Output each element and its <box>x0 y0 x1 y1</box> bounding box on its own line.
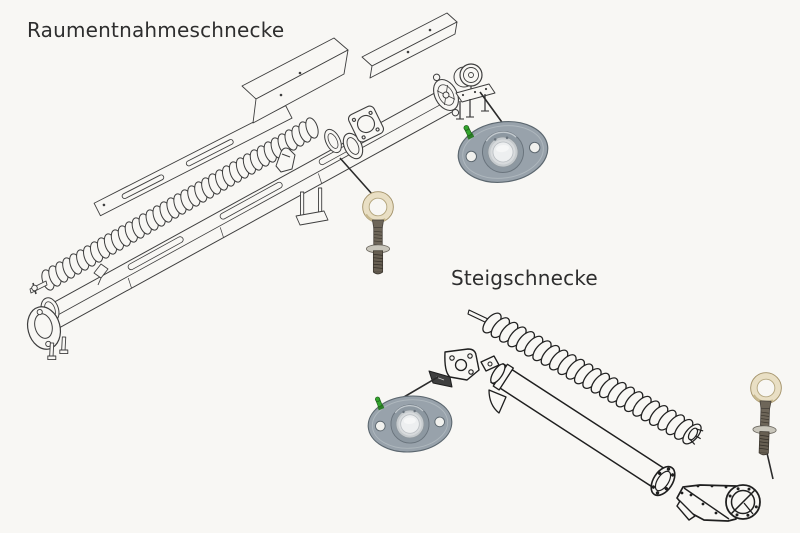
end-flange-plate <box>26 306 62 350</box>
label-raumentnahmeschnecke: Raumentnahmeschnecke <box>27 18 285 42</box>
flange-bearing-raumentnahme <box>453 113 553 189</box>
eyebolt-steig <box>747 370 784 457</box>
bearing-plate <box>347 105 385 143</box>
drive-shaft-stub <box>29 280 48 295</box>
auger-spiral-raumentnahme <box>41 117 319 291</box>
tube-flange-ring <box>650 465 676 497</box>
flange-bolt-dots <box>680 484 758 517</box>
auger-spiral-steig <box>482 312 702 445</box>
u-bolt-bracket <box>295 187 329 226</box>
steigschnecke-assembly <box>365 309 784 522</box>
shaft-collar <box>324 128 342 154</box>
eyebolt-raumentnahme <box>361 190 395 276</box>
leader-line-flange-bearing <box>479 91 505 126</box>
cover-channel-left <box>241 37 349 124</box>
mounting-bracket <box>428 348 480 388</box>
saddle-bracket <box>275 147 296 173</box>
leader-line-eyebolt-steig <box>766 452 774 480</box>
shaft-tip <box>467 309 489 324</box>
end-flange-assembly <box>26 297 69 361</box>
small-bracket <box>93 263 109 286</box>
leader-line-eyebolt <box>339 157 373 195</box>
tube-end-flange <box>432 73 460 117</box>
cover-channel-right <box>361 12 458 79</box>
discharge-housing <box>676 484 761 522</box>
raumentnahmeschnecke-assembly <box>26 12 553 361</box>
flange-bearing-steig <box>365 390 455 456</box>
flange-bolts <box>47 336 69 361</box>
inlet-foot <box>488 389 507 414</box>
cover-strip <box>93 105 293 217</box>
spiral-end-hub <box>687 427 704 445</box>
label-steigschnecke: Steigschnecke <box>451 266 598 290</box>
drive-mount <box>453 63 496 120</box>
